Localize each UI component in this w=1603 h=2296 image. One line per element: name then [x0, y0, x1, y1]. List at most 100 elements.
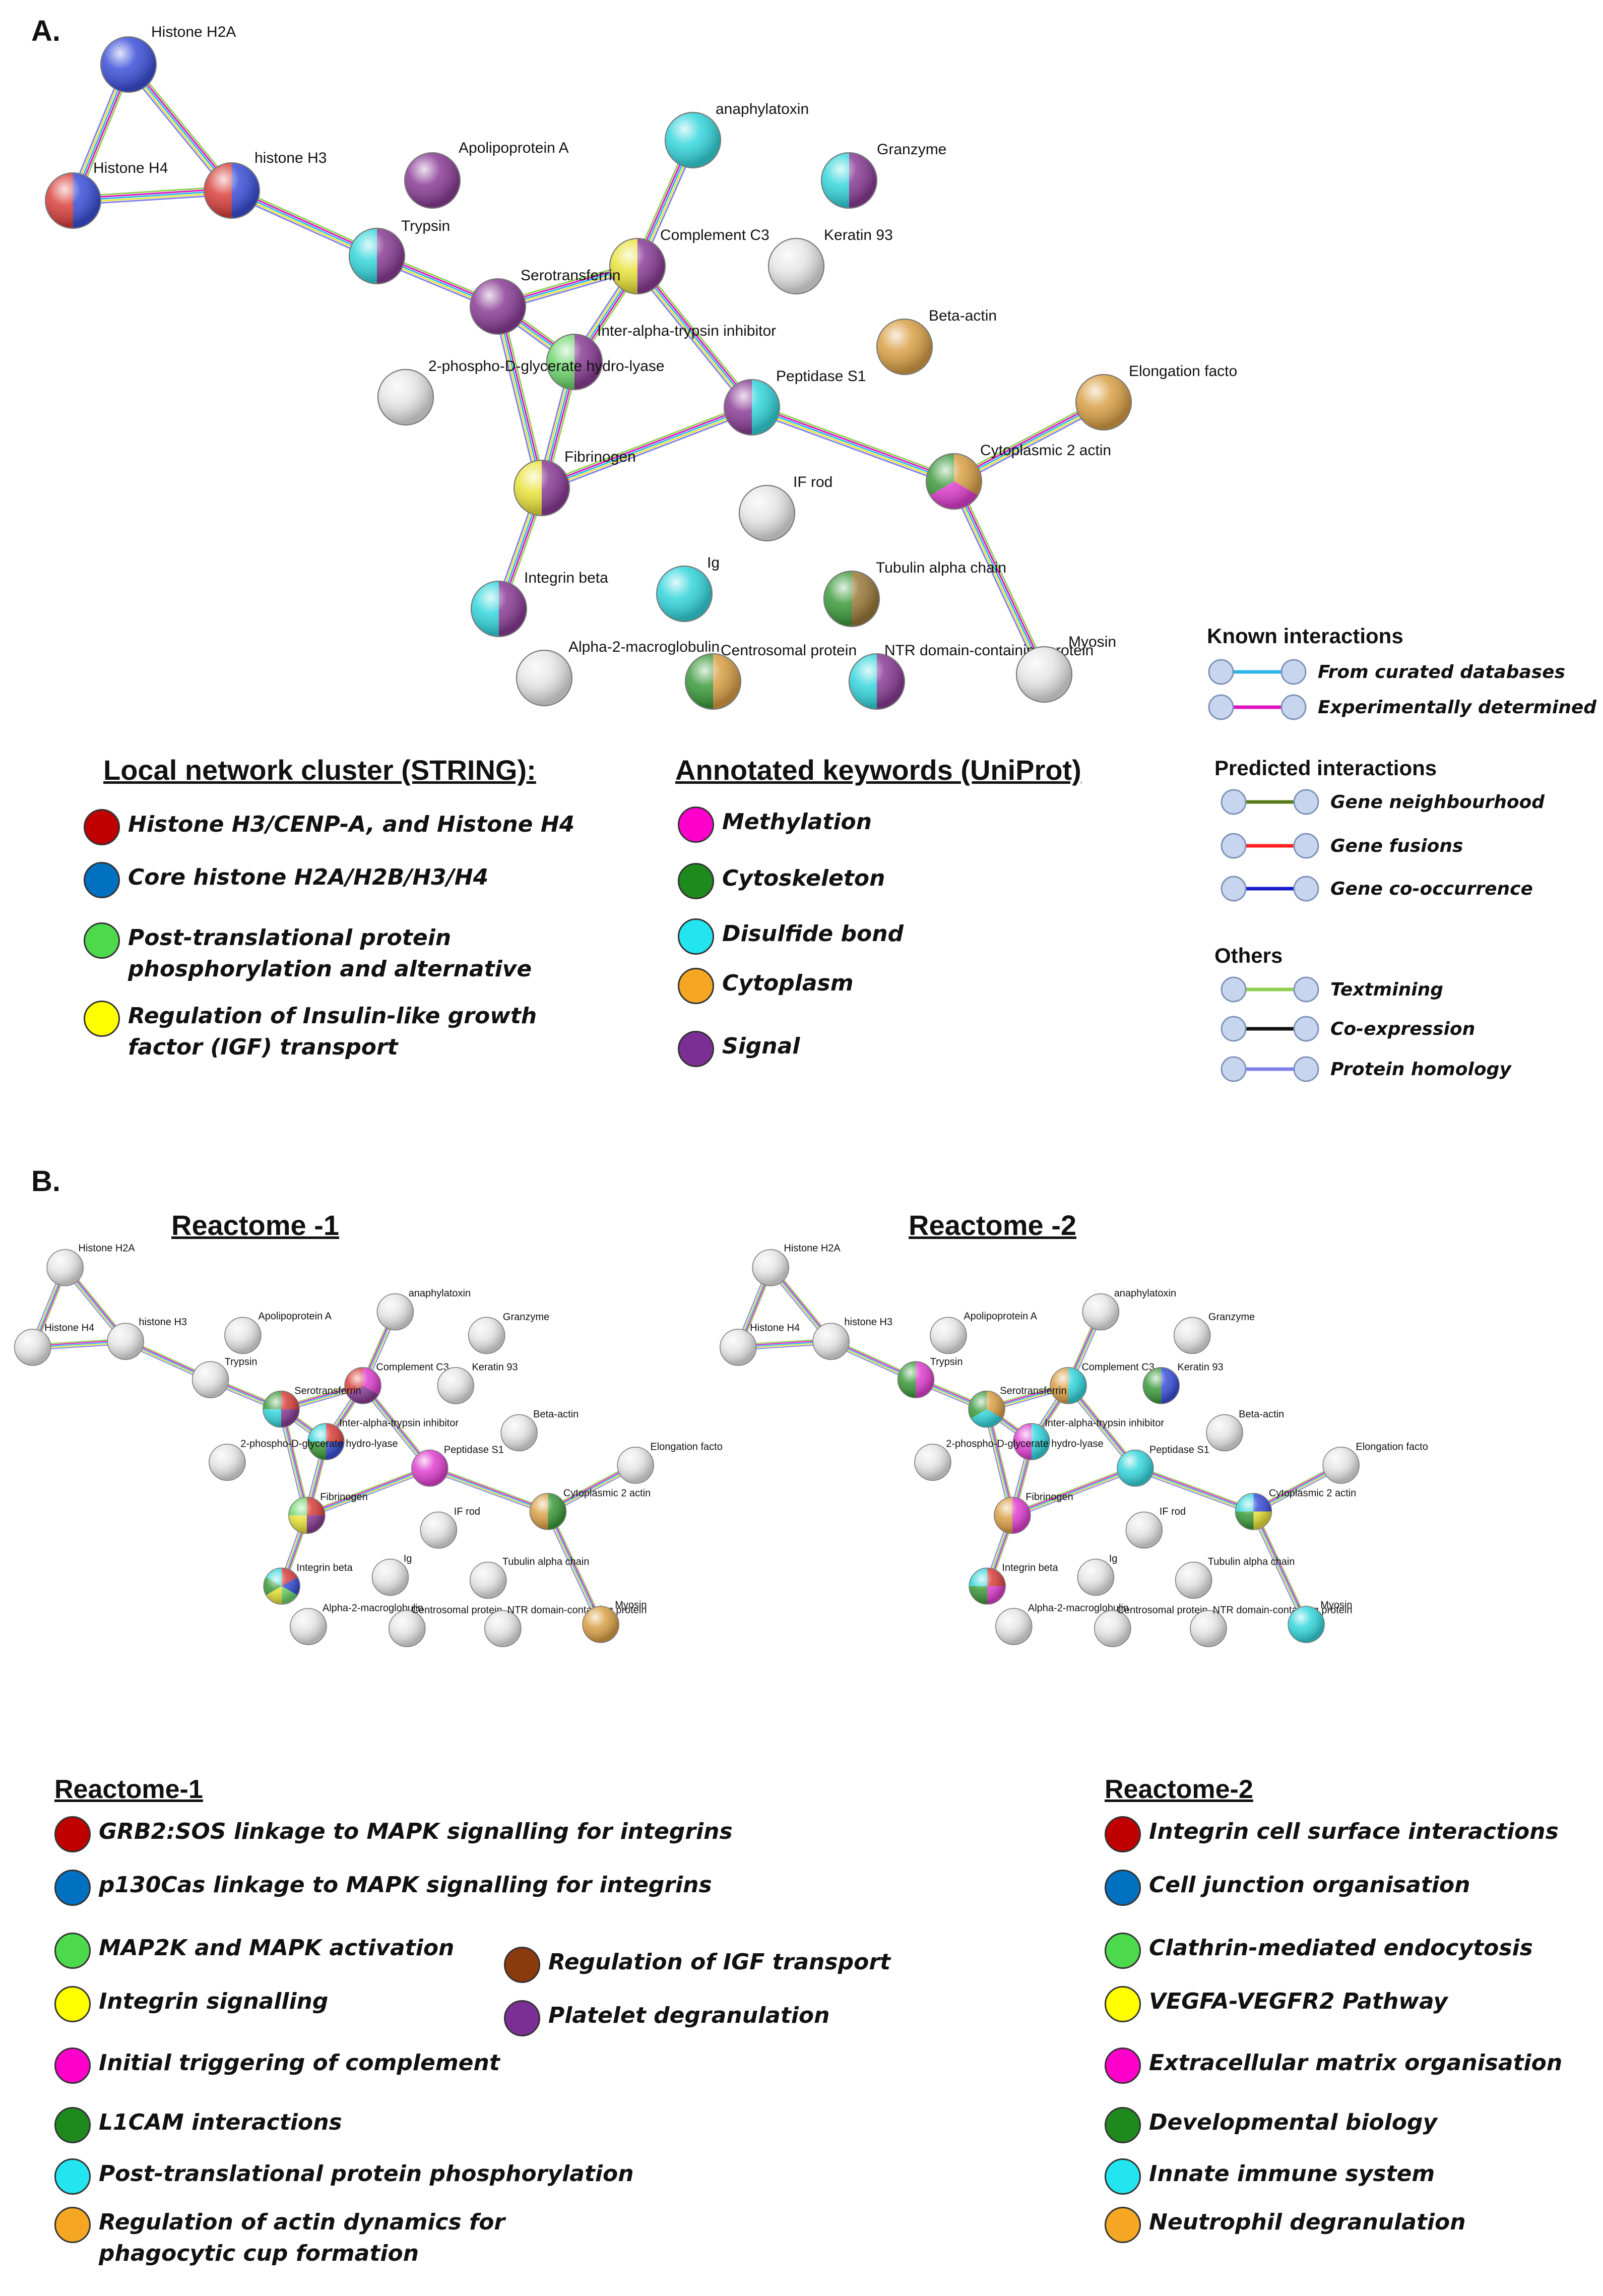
node-apoa[interactable]: Apolipoprotein A [224, 1311, 332, 1354]
network-edge [636, 266, 753, 408]
node-ig[interactable]: Ig [656, 554, 720, 623]
node-label-anaphylatoxin: anaphylatoxin [1114, 1288, 1176, 1299]
node-ig[interactable]: Ig [1077, 1554, 1117, 1596]
node-h3[interactable]: histone H3 [812, 1317, 892, 1360]
node-centrosomal[interactable]: Centrosomal protein [684, 642, 857, 710]
node-trypsin[interactable]: Trypsin [348, 218, 450, 285]
reactome-1-legend-swatch [54, 1986, 91, 2022]
node-integrin[interactable]: Integrin beta [263, 1562, 353, 1605]
node-integrin[interactable]: Integrin beta [470, 570, 608, 638]
network-edge [949, 482, 1042, 677]
node-cyto2actin[interactable]: Cytoplasmic 2 actin [529, 1487, 651, 1530]
node-a2m[interactable]: Alpha-2-macroglobulin [516, 639, 720, 707]
node-myosin[interactable]: Myosin [582, 1600, 647, 1643]
node-ifrod[interactable]: IF rod [420, 1506, 480, 1549]
reactome-2-legend-item: Extracellular matrix organisation [1105, 2047, 1562, 2084]
node-integrin[interactable]: Integrin beta [969, 1562, 1058, 1605]
node-elongation[interactable]: Elongation facto [1322, 1441, 1428, 1484]
node-serotransferrin[interactable]: Serotransferrin [263, 1385, 361, 1428]
node-betaactin[interactable]: Beta-actin [500, 1409, 579, 1452]
reactome-1-legend-swatch [54, 1816, 91, 1852]
node-cyto2actin[interactable]: Cytoplasmic 2 actin [1235, 1487, 1356, 1530]
node-c3[interactable]: Complement C3 [1050, 1361, 1155, 1404]
node-h2a[interactable]: Histone H2A [100, 24, 236, 93]
reactome-1-legend-item: Platelet degranulation [504, 2000, 830, 2036]
predicted-interaction-row: Gene co-occurrence [1220, 875, 1533, 903]
reactome-2-legend-item: Cell junction organisation [1105, 1870, 1470, 1906]
node-peptidase[interactable]: Peptidase S1 [1117, 1444, 1209, 1487]
node-label-a2m: Alpha-2-macroglobulin [568, 639, 720, 655]
node-ifrod[interactable]: IF rod [738, 474, 832, 542]
network-edge [493, 307, 539, 489]
network-edge [428, 1470, 547, 1515]
node-elongation[interactable]: Elongation facto [617, 1441, 723, 1484]
node-fibrinogen[interactable]: Fibrinogen [513, 449, 636, 517]
node-granzyme[interactable]: Granzyme [1173, 1312, 1255, 1354]
node-tubulin[interactable]: Tubulin alpha chain [1175, 1557, 1295, 1599]
node-centrosomal[interactable]: Centrosomal protein [389, 1605, 502, 1647]
node-keratin[interactable]: Keratin 93 [437, 1361, 518, 1404]
node-h3[interactable]: histone H3 [203, 150, 327, 219]
node-fibrinogen[interactable]: Fibrinogen [994, 1492, 1073, 1534]
network-edge [1255, 1510, 1309, 1624]
node-itih[interactable]: Inter-alpha-trypsin inhibitor [1013, 1418, 1164, 1460]
node-keratin[interactable]: Keratin 93 [1142, 1361, 1224, 1404]
node-trypsin[interactable]: Trypsin [191, 1356, 258, 1398]
node-c3[interactable]: Complement C3 [609, 227, 770, 295]
node-h4[interactable]: Histone H4 [720, 1323, 800, 1366]
node-trypsin[interactable]: Trypsin [897, 1356, 963, 1398]
node-anaphylatoxin[interactable]: anaphylatoxin [376, 1288, 471, 1331]
node-peptidase[interactable]: Peptidase S1 [723, 368, 866, 436]
network-edge [543, 410, 754, 492]
node-label-c3: Complement C3 [376, 1361, 449, 1373]
node-ntr[interactable]: NTR domain-containing protein [484, 1605, 647, 1647]
node-granzyme[interactable]: Granzyme [468, 1312, 549, 1354]
node-elongation[interactable]: Elongation facto [1075, 363, 1237, 431]
node-a2m[interactable]: Alpha-2-macroglobulin [290, 1602, 423, 1645]
node-label-elongation: Elongation facto [650, 1441, 722, 1452]
node-centrosomal[interactable]: Centrosomal protein [1094, 1605, 1208, 1647]
reactome-1-legend-swatch [54, 2047, 91, 2084]
node-h4[interactable]: Histone H4 [14, 1323, 94, 1366]
node-apoa[interactable]: Apolipoprotein A [404, 140, 569, 209]
node-cyto2actin[interactable]: Cytoplasmic 2 actin [925, 442, 1111, 510]
node-phospho[interactable]: 2-phospho-D-glycerate hydro-lyase [209, 1439, 398, 1481]
node-h2a[interactable]: Histone H2A [752, 1243, 841, 1286]
node-phospho[interactable]: 2-phospho-D-glycerate hydro-lyase [377, 358, 665, 426]
node-anaphylatoxin[interactable]: anaphylatoxin [1082, 1288, 1176, 1331]
node-h4[interactable]: Histone H4 [44, 160, 168, 229]
node-h3[interactable]: histone H3 [107, 1317, 187, 1360]
reactome-1-legend-label: L1CAM interactions [99, 2109, 342, 2135]
node-myosin[interactable]: Myosin [1288, 1600, 1353, 1643]
other-interaction-row: Protein homology [1220, 1055, 1511, 1083]
node-tubulin[interactable]: Tubulin alpha chain [823, 560, 1006, 628]
node-apoa[interactable]: Apolipoprotein A [930, 1311, 1038, 1354]
panel-b-letter: B. [31, 1165, 60, 1198]
node-anaphylatoxin[interactable]: anaphylatoxin [664, 101, 809, 169]
node-phospho[interactable]: 2-phospho-D-glycerate hydro-lyase [914, 1439, 1104, 1481]
node-h2a[interactable]: Histone H2A [46, 1243, 135, 1286]
node-betaactin[interactable]: Beta-actin [1206, 1409, 1284, 1452]
node-myosin[interactable]: Myosin [1015, 634, 1116, 703]
node-ifrod[interactable]: IF rod [1125, 1506, 1186, 1549]
predicted-interaction-label: Gene neighbourhood [1330, 791, 1545, 813]
node-itih[interactable]: Inter-alpha-trypsin inhibitor [307, 1418, 459, 1460]
node-a2m[interactable]: Alpha-2-macroglobulin [995, 1602, 1129, 1645]
node-fibrinogen[interactable]: Fibrinogen [288, 1492, 368, 1534]
keyword-legend-title: Annotated keywords (UniProt) [675, 754, 1081, 786]
node-serotransferrin[interactable]: Serotransferrin [968, 1385, 1067, 1428]
node-tubulin[interactable]: Tubulin alpha chain [469, 1557, 590, 1599]
node-itih[interactable]: Inter-alpha-trypsin inhibitor [546, 323, 776, 391]
node-ig[interactable]: Ig [371, 1554, 412, 1596]
network-edge [955, 480, 1047, 674]
node-peptidase[interactable]: Peptidase S1 [411, 1444, 504, 1487]
reactome-1-legend-swatch [54, 2107, 91, 2143]
node-c3[interactable]: Complement C3 [344, 1361, 449, 1404]
predicted-interactions-title: Predicted interactions [1214, 756, 1437, 780]
node-ntr[interactable]: NTR domain-containing protein [1190, 1605, 1353, 1647]
node-keratin[interactable]: Keratin 93 [767, 227, 893, 295]
node-granzyme[interactable]: Granzyme [820, 141, 946, 209]
node-serotransferrin[interactable]: Serotransferrin [469, 267, 620, 335]
reactome-1-legend-item: Regulation of IGF transport [504, 1947, 890, 1983]
node-betaactin[interactable]: Beta-actin [876, 307, 997, 376]
